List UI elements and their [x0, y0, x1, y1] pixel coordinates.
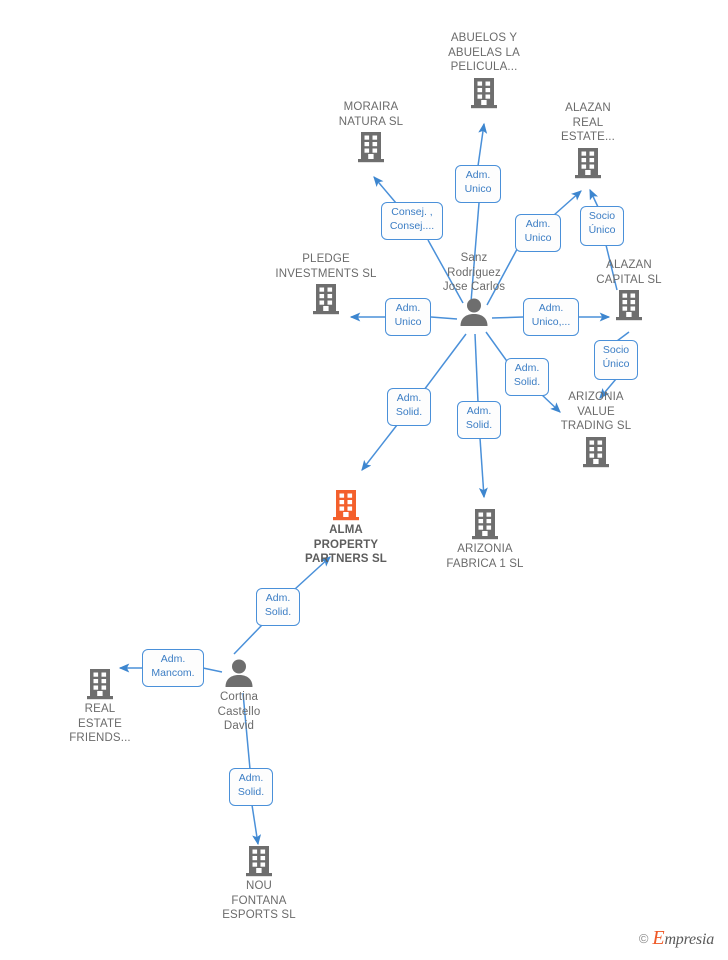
- edge-label-alazan-capital-arizonia-value[interactable]: Socio Único: [594, 340, 638, 380]
- edge-label-cortina-alma[interactable]: Adm. Solid.: [256, 588, 300, 626]
- empresia-logo: Empresia: [652, 927, 714, 950]
- edge-sanz-fabrica-upper: [474, 333, 479, 403]
- edge-cortina-alma-lower: [233, 624, 263, 655]
- edge-label-sanz-arizonia-fabrica[interactable]: Adm. Solid.: [457, 401, 501, 439]
- edge-label-sanz-abuelos[interactable]: Adm. Unico: [455, 165, 501, 203]
- edge-sanz-fabrica-lower: [478, 437, 488, 499]
- node-alazan-real-estate[interactable]: ALAZAN REAL ESTATE...: [523, 101, 653, 179]
- node-label: ALMA PROPERTY PARTNERS SL: [305, 524, 387, 566]
- edge-label-sanz-alazan-real-estate[interactable]: Adm. Unico: [515, 214, 561, 252]
- node-label: ARIZONIA VALUE TRADING SL: [560, 391, 632, 433]
- edge-label-sanz-alazan-capital[interactable]: Adm. Unico,...: [523, 298, 579, 336]
- edge-sanz-alma-upper: [423, 333, 467, 391]
- building-icon: [531, 436, 661, 468]
- building-icon: [261, 283, 391, 315]
- node-label: ALAZAN REAL ESTATE...: [561, 102, 615, 144]
- edge-sanz-alazanre-upper: [553, 190, 582, 216]
- building-icon: [35, 668, 165, 700]
- edge-sanz-moraira-upper: [373, 176, 397, 204]
- edge-label-alazan-capital-alazan-real-estate[interactable]: Socio Único: [580, 206, 624, 246]
- building-icon: [194, 845, 324, 877]
- node-label: Cortina Castello David: [217, 691, 261, 733]
- building-icon: [523, 147, 653, 179]
- node-label: NOU FONTANA ESPORTS SL: [222, 880, 296, 922]
- edge-cortina-nou-lower: [251, 804, 262, 846]
- node-label: Sanz Rodriguez Jose Carlos: [442, 252, 506, 294]
- empresia-logo-initial: E: [652, 927, 665, 949]
- node-alazan-capital-sl[interactable]: ALAZAN CAPITAL SL: [564, 258, 694, 321]
- node-moraira-natura-sl[interactable]: MORAIRA NATURA SL: [306, 100, 436, 163]
- node-label: ABUELOS Y ABUELAS LA PELICULA...: [448, 32, 520, 74]
- watermark: © Empresia: [639, 927, 714, 950]
- node-arizonia-fabrica-1-sl[interactable]: ARIZONIA FABRICA 1 SL: [420, 508, 550, 571]
- edge-label-cortina-nou-fontana[interactable]: Adm. Solid.: [229, 768, 273, 806]
- node-label: REAL ESTATE FRIENDS...: [69, 703, 131, 745]
- edge-label-cortina-real-estate-friends[interactable]: Adm. Mancom.: [142, 649, 204, 687]
- edge-label-sanz-pledge[interactable]: Adm. Unico: [385, 298, 431, 336]
- copyright-symbol: ©: [638, 931, 649, 946]
- node-label: PLEDGE INVESTMENTS SL: [275, 253, 377, 280]
- node-arizonia-value-trading-sl[interactable]: ARIZONIA VALUE TRADING SL: [531, 390, 661, 468]
- edge-sanz-abuelos-upper: [477, 122, 488, 167]
- node-abuelos-y-abuelas-la-pelicula[interactable]: ABUELOS Y ABUELAS LA PELICULA...: [419, 31, 549, 109]
- node-pledge-investments-sl[interactable]: PLEDGE INVESTMENTS SL: [261, 252, 391, 315]
- building-icon: [419, 77, 549, 109]
- node-label: ALAZAN CAPITAL SL: [596, 259, 662, 286]
- node-alma-property-partners-sl[interactable]: ALMA PROPERTY PARTNERS SL: [281, 489, 411, 567]
- building-icon: [564, 289, 694, 321]
- person-icon: [174, 658, 304, 688]
- building-icon: [306, 131, 436, 163]
- building-icon: [420, 508, 550, 540]
- empresia-logo-rest: mpresia: [664, 931, 714, 948]
- node-label: ARIZONIA FABRICA 1 SL: [446, 543, 524, 570]
- edge-label-sanz-alma[interactable]: Adm. Solid.: [387, 388, 431, 426]
- building-icon: [281, 489, 411, 521]
- edge-label-sanz-moraira[interactable]: Consej. , Consej....: [381, 202, 443, 240]
- node-nou-fontana-esports-sl[interactable]: NOU FONTANA ESPORTS SL: [194, 845, 324, 923]
- edge-sanz-alma-lower: [361, 424, 398, 471]
- node-label: MORAIRA NATURA SL: [338, 101, 404, 128]
- node-real-estate-friends[interactable]: REAL ESTATE FRIENDS...: [35, 668, 165, 746]
- edge-alazancap-alazanre-upper: [589, 188, 599, 208]
- edge-label-sanz-arizonia-value[interactable]: Adm. Solid.: [505, 358, 549, 396]
